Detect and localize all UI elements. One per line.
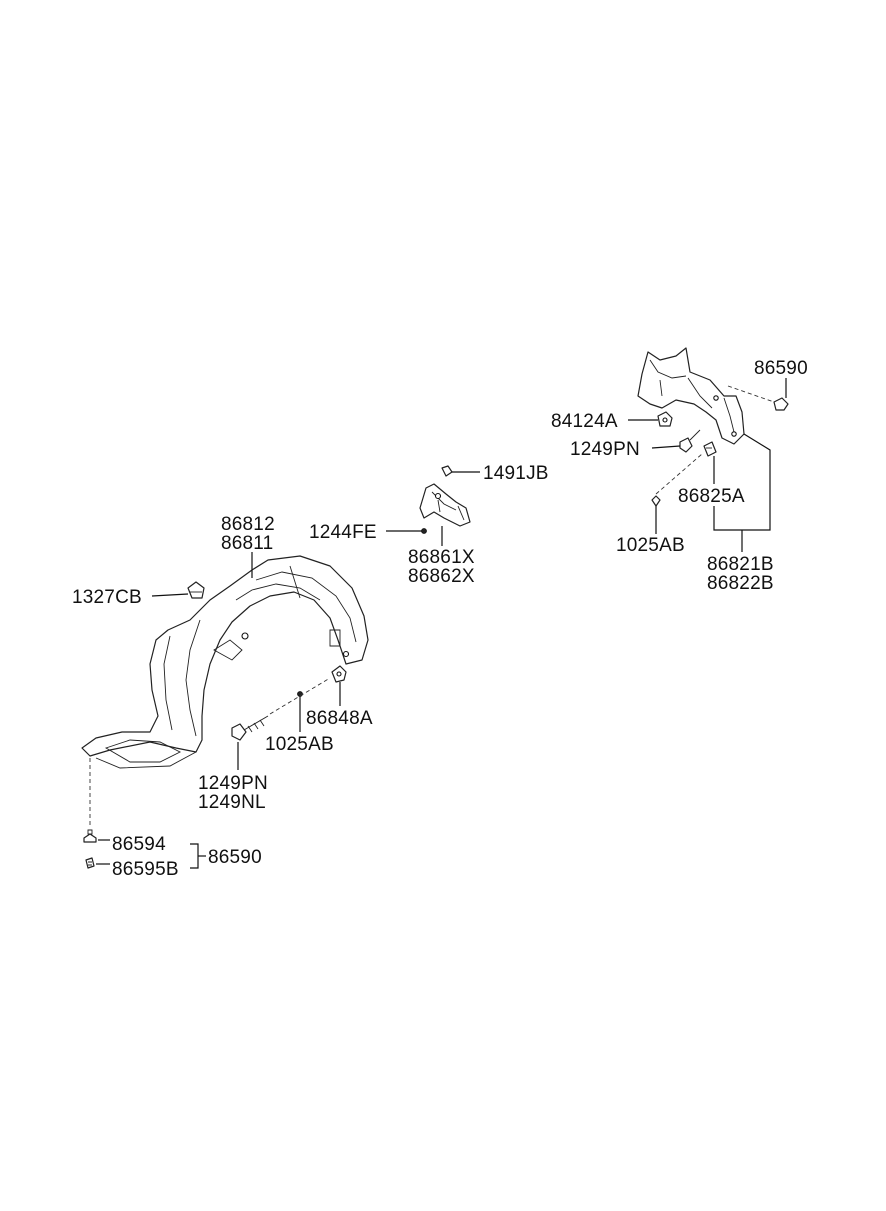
bracket-86861x-86862x <box>419 483 471 527</box>
screw-1244fe-icon <box>421 528 427 534</box>
label-86812: 86812 <box>221 514 275 535</box>
leader-lines <box>96 378 787 869</box>
screw-1249pn-top-icon <box>679 429 701 453</box>
install-line-screw <box>269 677 331 715</box>
label-86862x: 86862X <box>408 566 475 587</box>
label-1244fe: 1244FE <box>309 522 377 543</box>
install-line-grommet <box>655 453 703 495</box>
clip-1491jb-icon <box>441 465 453 477</box>
clip-1327cb-icon <box>187 581 205 599</box>
label-86848a: 86848A <box>306 708 373 729</box>
label-1025ab-bottom: 1025AB <box>265 734 334 755</box>
wheel-guard-86812-86811 <box>81 555 369 769</box>
label-1491jb: 1491JB <box>483 463 549 484</box>
label-84124a: 84124A <box>551 411 618 432</box>
install-line-top-clip <box>727 385 775 403</box>
label-86594: 86594 <box>112 834 166 855</box>
label-1249pn-bottom: 1249PN <box>198 773 268 794</box>
label-86861x: 86861X <box>408 547 475 568</box>
nut-86848a-icon <box>331 665 347 683</box>
grommet-1025ab-top-icon <box>651 495 661 507</box>
label-86822b: 86822B <box>707 573 774 594</box>
label-1327cb: 1327CB <box>72 587 142 608</box>
fastener-86594-icon <box>83 829 97 843</box>
label-86595b: 86595B <box>112 859 179 880</box>
fastener-86595b-icon <box>85 857 95 869</box>
clip-86590-top-icon <box>773 397 789 411</box>
nut-84124a-icon <box>657 411 673 427</box>
clip-86825a-icon <box>703 441 717 457</box>
screw-1249pn-icon <box>231 715 269 741</box>
label-1249nl: 1249NL <box>198 792 266 813</box>
label-1025ab-top: 1025AB <box>616 535 685 556</box>
label-86821b: 86821B <box>707 554 774 575</box>
label-86590-bottom: 86590 <box>208 847 262 868</box>
shield-86821b-86822b <box>637 347 745 445</box>
label-86825a: 86825A <box>678 486 745 507</box>
label-1249pn-top: 1249PN <box>570 439 640 460</box>
label-86590-top: 86590 <box>754 358 808 379</box>
label-86811: 86811 <box>221 533 273 554</box>
